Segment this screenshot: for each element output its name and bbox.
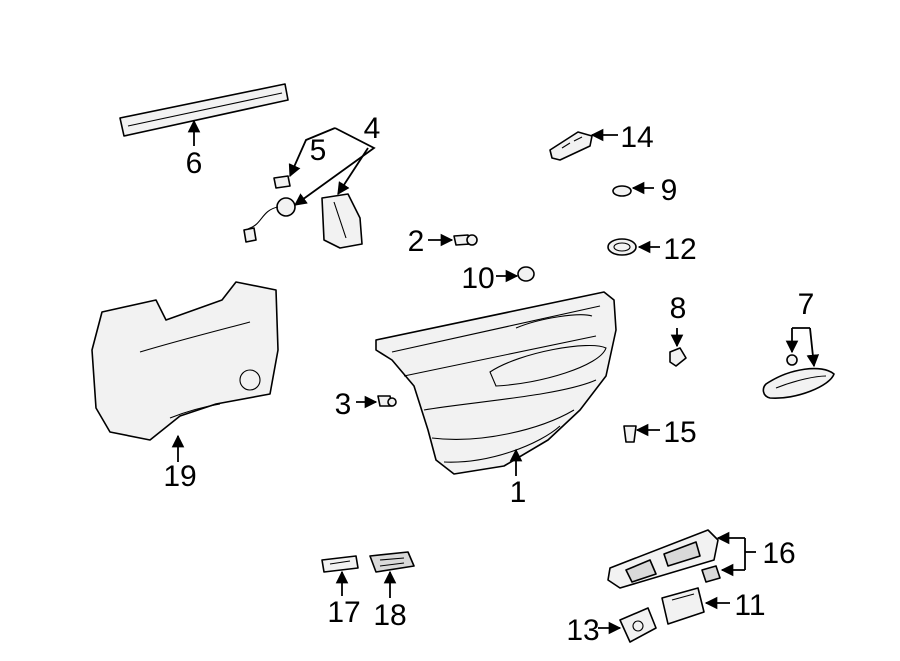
mirror-switch-part [619,607,657,643]
callout-15: 15 [663,416,696,449]
callout-6: 6 [186,147,203,180]
window-switch-part [661,587,705,625]
water-deflector-part [91,281,279,441]
callout-5: 5 [310,134,327,167]
reflector-lamp-part [369,551,415,573]
trim-fastener-part [517,266,535,282]
tweeter-wiring-part [243,175,296,243]
callout-2: 2 [408,225,425,258]
callout-18: 18 [373,599,406,632]
lock-switch-bezel-part [549,131,593,161]
pull-handle-part [762,354,835,399]
callout-14: 14 [620,121,653,154]
callout-17: 17 [327,596,360,629]
door-trim-panel-part [375,291,617,475]
callout-3: 3 [335,388,352,421]
push-pin-part [377,395,397,407]
retainer-clip-part [669,347,687,367]
callout-19: 19 [163,460,196,493]
handle-bezel-part [607,238,637,256]
callout-1: 1 [510,476,527,509]
clip-screw-part [453,234,478,246]
callout-12: 12 [663,233,696,266]
switch-panel-part [607,529,721,589]
callout-9: 9 [661,174,678,207]
callout-13: 13 [566,614,599,647]
callout-4: 4 [364,112,381,145]
callout-10: 10 [461,262,494,295]
callout-16: 16 [762,537,795,570]
callout-11: 11 [734,589,765,622]
belt-molding-part [119,83,289,137]
bezel-insert-part [612,185,632,197]
panel-nut-part [623,425,637,443]
courtesy-lamp-lens-part [321,555,359,573]
callout-7: 7 [798,288,815,321]
mirror-bracket-part [321,193,363,249]
callout-8: 8 [670,292,687,325]
